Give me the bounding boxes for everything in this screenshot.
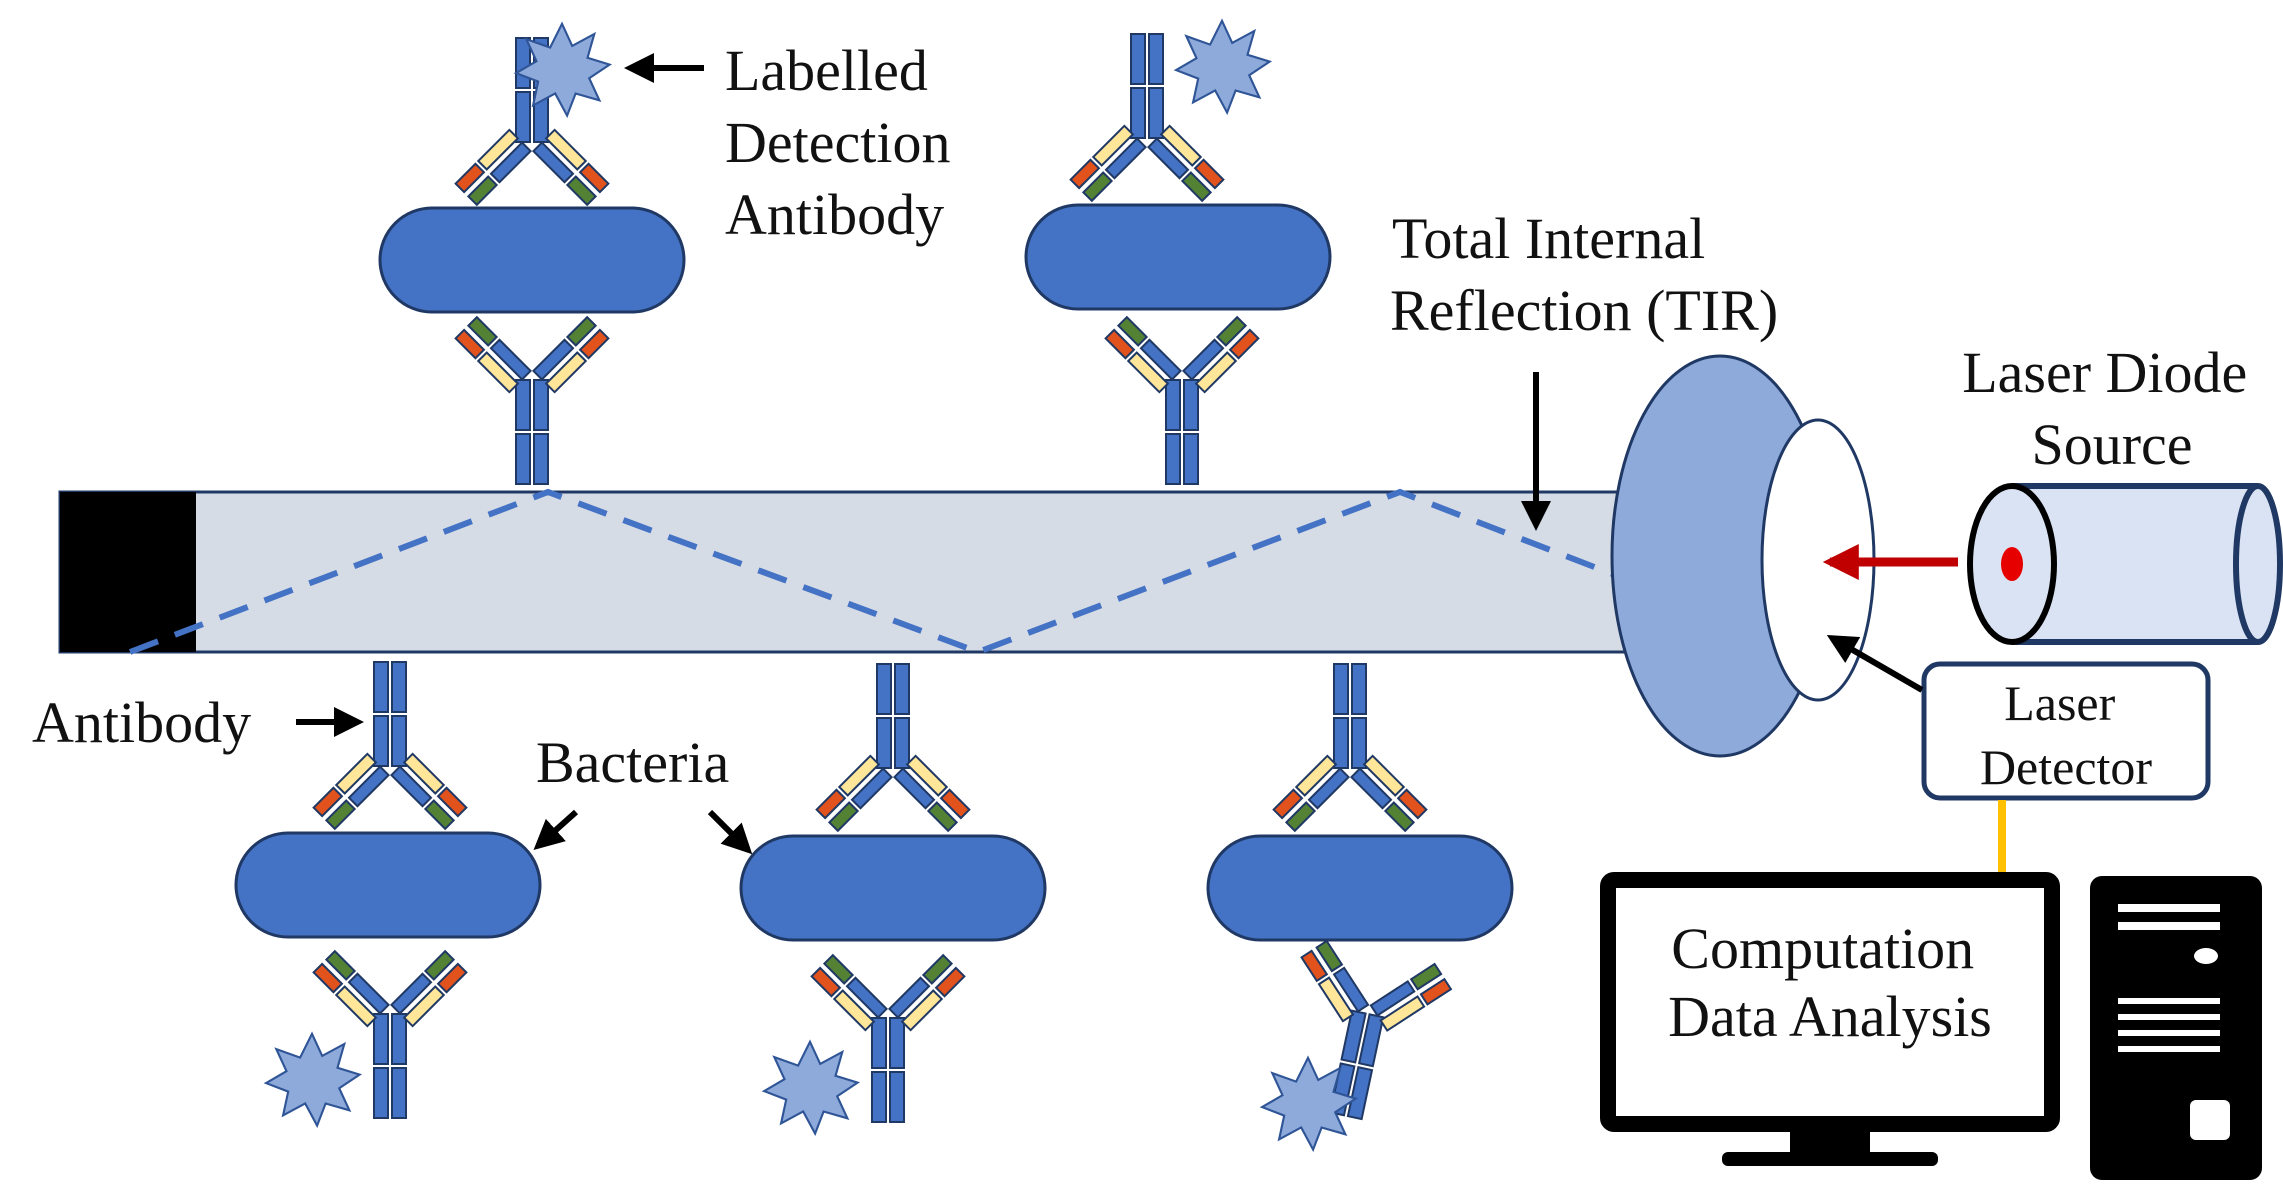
computation-label: Computation Data Analysis	[1668, 916, 1992, 1049]
bacteria-icon	[1024, 203, 1332, 311]
capture-antibody	[1272, 663, 1428, 832]
optical-fiber	[58, 490, 1642, 654]
star-label-icon	[1175, 19, 1271, 114]
capture-antibody	[1104, 316, 1260, 485]
laser-detector-box	[1921, 661, 2211, 801]
capture-antibody	[312, 661, 468, 830]
star-label-icon	[763, 1040, 859, 1135]
tir-light-path	[128, 488, 1630, 656]
monitor-icon	[1600, 872, 2060, 1166]
capture-antibody	[454, 316, 610, 485]
laser-diode-icon	[1967, 483, 2283, 645]
bacteria-icon	[739, 834, 1047, 942]
laser-detector-label: Laser Detector	[1980, 675, 2152, 795]
detector-arrow	[1826, 634, 1924, 693]
laser-diode-source-label: Laser Diode Source	[1962, 340, 2262, 477]
bacteria-icon	[378, 206, 686, 314]
capture-antibody	[815, 663, 971, 832]
bacteria-arrow	[533, 809, 579, 851]
bacteria-arrow	[707, 809, 753, 855]
labelled-detection-antibody-label: Labelled Detection Antibody	[725, 38, 965, 247]
bacteria-label: Bacteria	[536, 730, 729, 795]
fiber-end-cap	[60, 492, 196, 652]
bacteria-icon	[234, 831, 542, 939]
star-label-icon	[265, 1032, 361, 1127]
antibody-label: Antibody	[32, 690, 251, 755]
computer-tower-icon	[2090, 876, 2262, 1180]
tir-label: Total Internal Reflection (TIR)	[1390, 206, 1778, 343]
bacteria-icon	[1206, 834, 1514, 942]
